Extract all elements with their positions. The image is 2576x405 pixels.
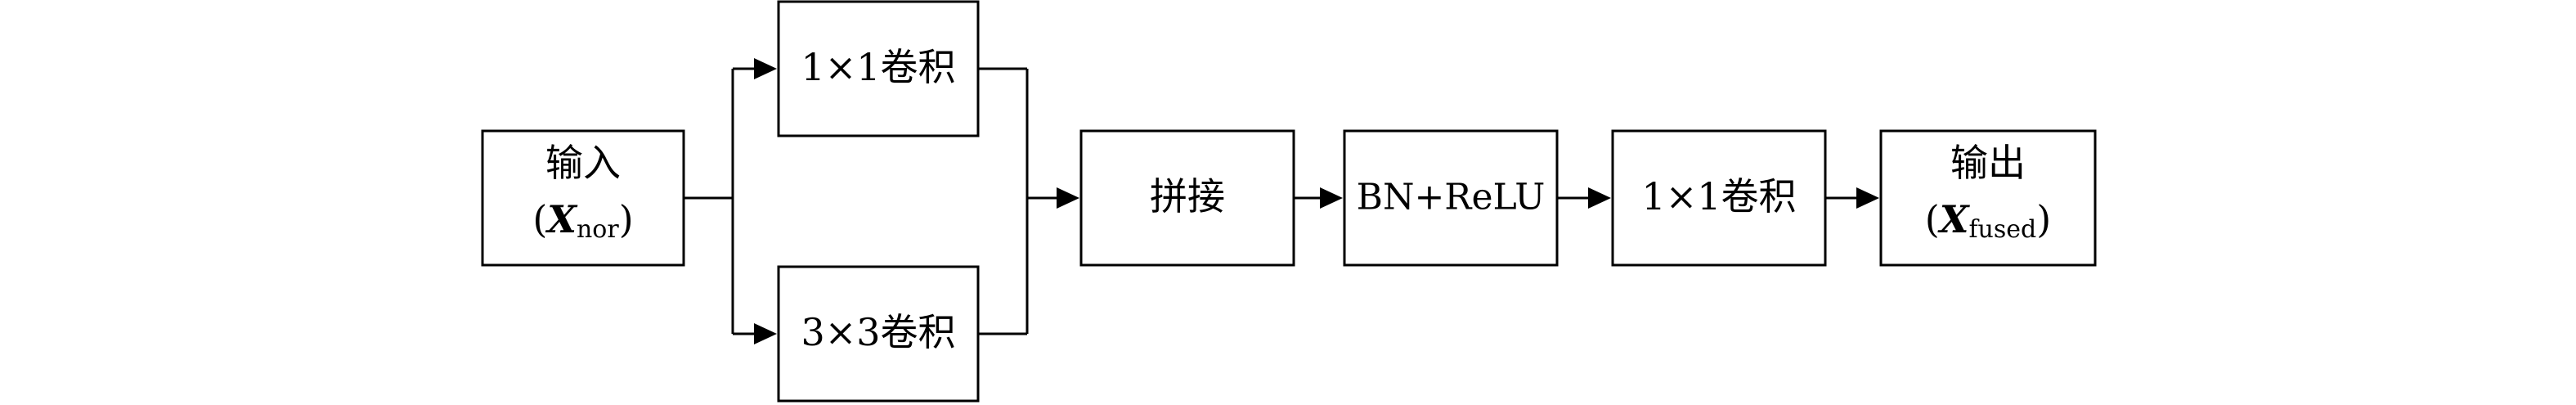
arrow-to-concat: [1057, 187, 1079, 209]
node-output-box: [1879, 129, 2097, 267]
node-input: 输入 (Xnor): [481, 129, 685, 267]
node-output-label: 输出: [1950, 141, 2026, 185]
node-conv1x1-out-box: [1611, 129, 1827, 267]
node-bn-relu-box: [1343, 129, 1559, 267]
arrow-to-bn-relu: [1320, 187, 1343, 209]
node-input-label: 输入: [545, 141, 621, 185]
node-output-sub: fused: [1968, 215, 2036, 244]
node-bn-relu: BN+ReLU: [1343, 129, 1559, 267]
node-concat-label: 拼接: [1150, 174, 1225, 218]
node-conv3x3-branch: 3×3卷积: [777, 265, 980, 403]
arrow-to-conv1x1-out: [1588, 187, 1611, 209]
node-concat-box: [1079, 129, 1295, 267]
node-conv3x3-branch-box: [777, 265, 980, 403]
node-conv3x3-branch-label: 3×3卷积: [801, 310, 955, 354]
node-conv1x1-branch: 1×1卷积: [777, 0, 980, 137]
node-conv1x1-out-label: 1×1卷积: [1641, 174, 1796, 218]
node-input-math: (Xnor): [532, 197, 633, 244]
node-concat: 拼接: [1079, 129, 1295, 267]
arrow-to-output: [1856, 187, 1879, 209]
node-input-box: [481, 129, 685, 267]
arrow-to-conv3x3: [754, 323, 777, 344]
node-input-paren-open: (: [532, 197, 547, 241]
node-output-var: X: [1937, 197, 1971, 241]
node-conv1x1-branch-label: 1×1卷积: [801, 45, 955, 89]
node-input-paren-close: ): [619, 197, 634, 241]
node-conv1x1-out: 1×1卷积: [1611, 129, 1827, 267]
node-output-math: (Xfused): [1925, 197, 2051, 244]
node-output: 输出 (Xfused): [1879, 129, 2097, 267]
node-input-sub: nor: [577, 215, 619, 244]
node-conv1x1-branch-box: [777, 0, 980, 137]
node-bn-relu-label: BN+ReLU: [1357, 177, 1546, 218]
arrow-to-conv1x1: [754, 58, 777, 79]
node-output-paren-close: ): [2036, 197, 2051, 241]
node-input-var: X: [545, 197, 578, 241]
node-output-paren-open: (: [1925, 197, 1940, 241]
